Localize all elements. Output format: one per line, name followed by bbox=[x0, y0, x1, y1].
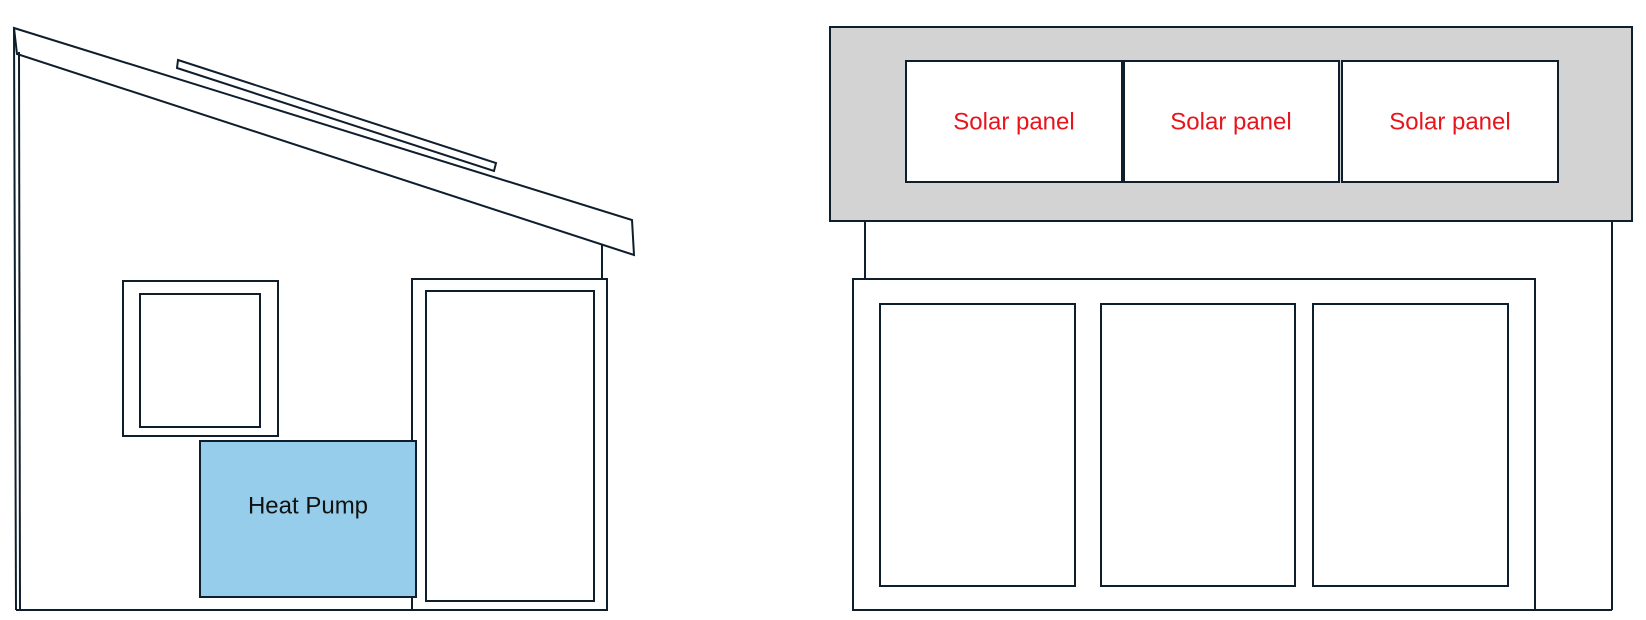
solar-panel-2 bbox=[1123, 60, 1340, 183]
solar-panel-3 bbox=[1341, 60, 1559, 183]
solar-panel-1-label: Solar panel bbox=[953, 108, 1074, 135]
side-sloped-roof bbox=[12, 26, 636, 257]
side-left-wall-inner bbox=[18, 51, 21, 611]
side-door-panel bbox=[425, 290, 595, 602]
front-window-pane-3 bbox=[1312, 303, 1509, 587]
solar-panel-3-label: Solar panel bbox=[1389, 108, 1510, 135]
solar-panel-2-label: Solar panel bbox=[1170, 108, 1291, 135]
heat-pump-box bbox=[199, 440, 417, 598]
side-elevation-view: Heat Pump bbox=[12, 26, 636, 611]
side-left-wall-outer bbox=[13, 27, 17, 611]
front-elevation-view: Solar panel Solar panel Solar panel bbox=[829, 26, 1633, 611]
side-roof-solar-panel bbox=[175, 58, 498, 173]
solar-panel-array: Solar panel Solar panel Solar panel bbox=[905, 60, 1559, 183]
solar-panel-1 bbox=[905, 60, 1123, 183]
front-window-pane-1 bbox=[879, 303, 1076, 587]
front-window-pane-2 bbox=[1100, 303, 1296, 587]
side-window-pane bbox=[139, 293, 261, 428]
heat-pump-label: Heat Pump bbox=[248, 492, 368, 519]
heat-pump-unit: Heat Pump bbox=[199, 440, 417, 598]
